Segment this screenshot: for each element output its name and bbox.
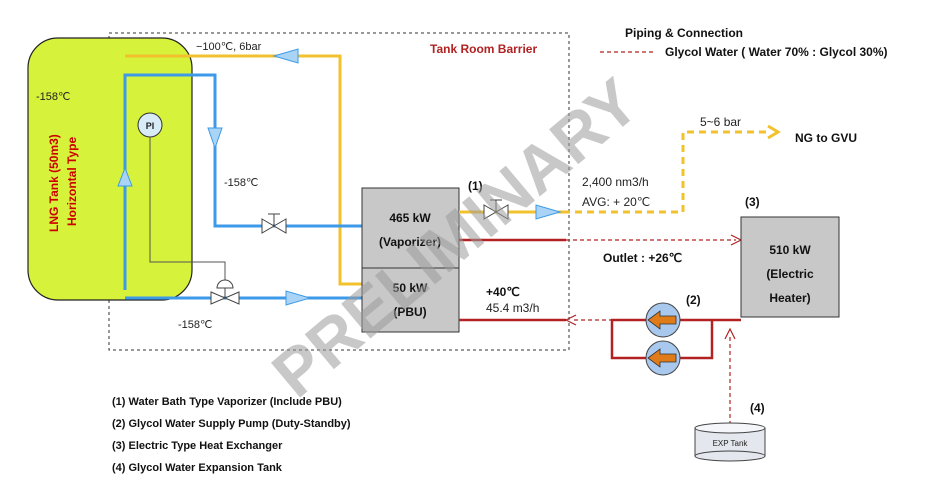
vaporizer-name: (Vaporizer) (379, 235, 441, 249)
glycol-pump-standby (645, 340, 681, 376)
pi-signal-line (149, 137, 226, 280)
tank-label-line2: Horizontal Type (65, 137, 79, 226)
inlet-flow-label: 45.4 m3/h (486, 301, 539, 315)
ng-outlet-valve (483, 199, 509, 220)
mid-temp-label: -158℃ (224, 177, 258, 189)
vaporizer-kw: 465 kW (389, 211, 431, 225)
ng-flow-label: 2,400 nm3/h (582, 175, 649, 189)
glycol-pump-duty (645, 302, 681, 338)
marker-1: (1) (468, 179, 483, 193)
ng-to-gvu-line (563, 130, 770, 214)
legend-title: Piping & Connection (625, 26, 743, 40)
lng-up-arrow (117, 166, 133, 187)
marker-4: (4) (750, 401, 765, 415)
heater-name-2: Heater) (769, 291, 810, 305)
pbu-feed-arrow (285, 290, 312, 306)
exp-tank-label: EXP Tank (713, 439, 749, 448)
outlet-label: Outlet : +26℃ (603, 251, 682, 265)
note-1: (1) Water Bath Type Vaporizer (Include P… (112, 396, 342, 408)
ng-return-line (125, 54, 362, 286)
tank-temp-label: -158℃ (36, 91, 70, 103)
ng-to-gvu-label: NG to GVU (795, 131, 857, 145)
electric-heater-box (740, 216, 840, 318)
vaporizer-feed-valve (261, 213, 287, 234)
pressure-control-valve (210, 279, 240, 305)
note-3: (3) Electric Type Heat Exchanger (112, 440, 283, 452)
bottom-temp-label: -158℃ (178, 319, 212, 331)
pbu-kw: 50 kW (393, 281, 428, 295)
vaporizer-box (361, 187, 460, 269)
expansion-tank (694, 422, 766, 462)
preliminary-watermark: PRELIMINARY (258, 64, 652, 411)
ng-avg-label: AVG: + 20℃ (582, 195, 650, 209)
heater-kw: 510 kW (769, 243, 811, 257)
lng-down-arrow (207, 127, 223, 150)
tank-room-barrier (108, 32, 570, 351)
ng-return-arrow (272, 48, 299, 64)
pi-label: PI (146, 121, 155, 131)
legend-glycol-label: Glycol Water ( Water 70% : Glycol 30%) (665, 45, 888, 59)
top-line-label: −100℃, 6bar (196, 41, 262, 53)
marker-2: (2) (686, 293, 701, 307)
tank-label-line1: LNG Tank (50m3) (47, 134, 61, 232)
lng-tank (27, 37, 193, 301)
note-4: (4) Glycol Water Expansion Tank (112, 462, 283, 474)
exp-tank-arrowhead (724, 327, 736, 340)
note-2: (2) Glycol Water Supply Pump (Duty-Stand… (112, 418, 351, 430)
glycol-return-arrowhead (564, 314, 577, 326)
barrier-label: Tank Room Barrier (430, 42, 537, 56)
pbu-box (361, 267, 460, 333)
pbu-name: (PBU) (393, 305, 426, 319)
ng-outlet-arrow (535, 204, 562, 220)
ng-to-gvu-arrowhead (767, 124, 781, 140)
inlet-temp-label: +40℃ (486, 285, 520, 299)
pressure-label: 5~6 bar (700, 115, 741, 129)
marker-3: (3) (745, 195, 760, 209)
heater-name-1: (Electric (766, 267, 814, 281)
